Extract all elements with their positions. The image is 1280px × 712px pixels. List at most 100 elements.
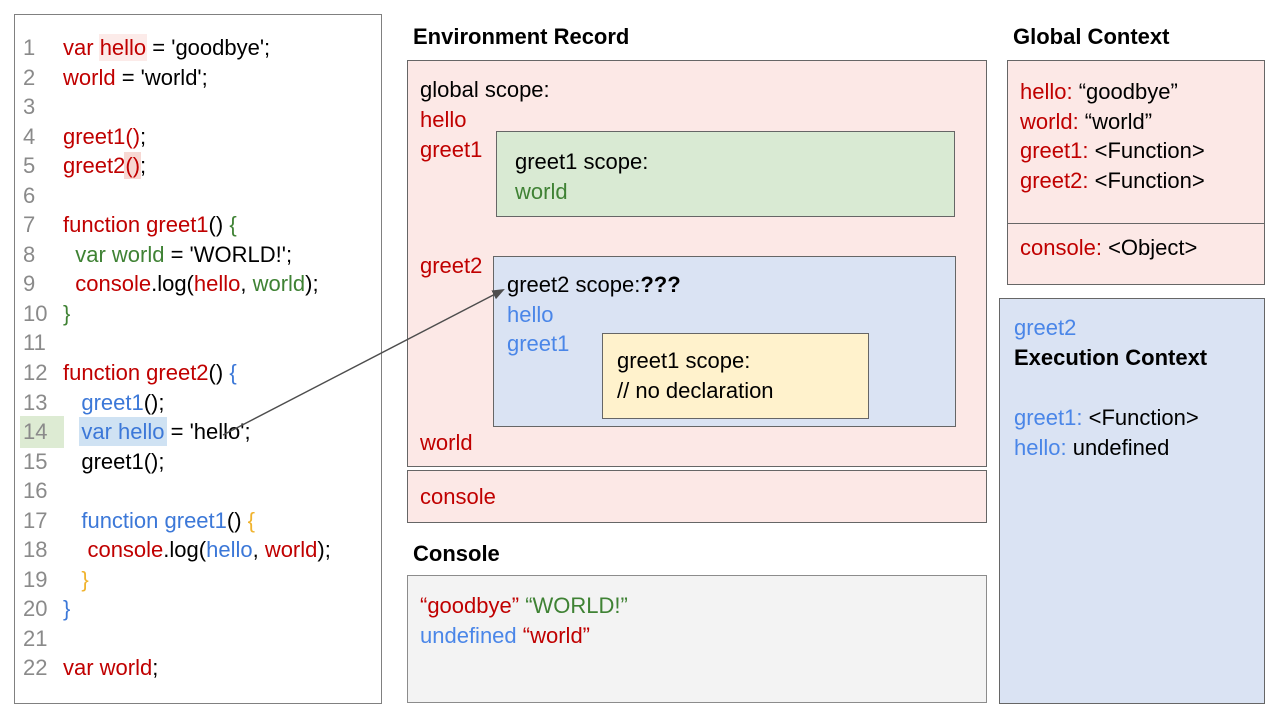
code-token: console — [75, 271, 152, 297]
code-line: 15 greet1(); — [15, 449, 381, 479]
line-number: 12 — [23, 360, 48, 386]
code-token: console — [87, 537, 164, 563]
code-token — [63, 271, 75, 296]
context-value: <Function> — [1088, 167, 1205, 193]
inner-greet1-scope-label: greet1 scope: — [617, 348, 751, 373]
environment-record-title: Environment Record — [413, 24, 630, 49]
code-token: () — [208, 360, 230, 386]
execution-context-box: greet2 Execution Context greet1: <Functi… — [999, 298, 1265, 704]
global-context-rows: hello: “goodbye”world: “world”greet1: <F… — [1008, 61, 1264, 224]
global-var-greet2: greet2 — [420, 253, 483, 278]
line-number: 4 — [23, 123, 36, 149]
line-number: 11 — [23, 330, 46, 356]
code-token: var world — [75, 241, 165, 267]
global-var-world: world — [420, 430, 473, 455]
global-scope-label: global scope: — [420, 77, 550, 102]
line-number: 20 — [23, 596, 48, 622]
context-row: greet1: <Function> — [1020, 136, 1264, 166]
code-token: greet1(); — [63, 448, 165, 474]
console-token: “goodbye” — [420, 593, 520, 618]
code-token: var hello — [81, 419, 165, 445]
console-value: <Object> — [1101, 235, 1198, 260]
code-token: () — [226, 507, 248, 533]
context-value: “goodbye” — [1072, 79, 1178, 104]
code-token: { — [229, 360, 237, 386]
line-number: 19 — [23, 566, 48, 592]
line-number: 8 — [23, 241, 36, 267]
code-token — [63, 508, 81, 533]
line-number: 10 — [23, 300, 48, 326]
global-context-console-row: console: <Object> — [1008, 224, 1264, 261]
greet1-scope-label: greet1 scope: — [515, 149, 649, 174]
code-token: world — [63, 64, 116, 90]
console-output-box: “goodbye” “WORLD!”undefined “world” — [407, 575, 987, 703]
code-token — [63, 242, 75, 267]
code-line: 11 — [15, 330, 381, 360]
execution-context-title: Execution Context — [1014, 345, 1208, 370]
code-token: = 'hello'; — [164, 419, 251, 445]
environment-record-box: global scope: hello greet1 greet2 world … — [407, 60, 987, 467]
greet2-scope-question: ??? — [640, 272, 681, 297]
code-token: var world — [63, 655, 153, 681]
greet1-scope-box: greet1 scope: world — [496, 131, 955, 217]
greet2-scope-box: greet2 scope:??? hello greet1 greet1 sco… — [493, 256, 956, 427]
code-token: () — [125, 153, 141, 179]
context-key: world: — [1020, 108, 1079, 134]
code-line: 4 greet1(); — [15, 124, 381, 154]
code-token — [63, 567, 81, 592]
code-line: 12 function greet2() { — [15, 360, 381, 390]
code-token: { — [229, 212, 237, 238]
greet2-scope-var-hello: hello — [507, 301, 554, 327]
line-number: 3 — [23, 94, 36, 120]
context-value: <Function> — [1088, 138, 1205, 164]
inner-greet1-scope-comment: // no declaration — [617, 378, 774, 403]
inner-greet1-scope-box: greet1 scope: // no declaration — [602, 333, 869, 419]
code-token: var — [63, 35, 100, 60]
code-token: greet1() — [63, 123, 141, 149]
code-token: .log( — [163, 537, 207, 563]
code-token: } — [63, 596, 71, 622]
context-row: hello: “goodbye” — [1020, 77, 1264, 107]
code-token: world — [264, 537, 318, 563]
code-token: hello — [193, 271, 241, 297]
code-token: { — [247, 507, 256, 533]
console-output-line: “goodbye” “WORLD!” — [420, 591, 986, 621]
context-row: greet1: <Function> — [1014, 403, 1264, 433]
execution-context-fn-name: greet2 — [1014, 315, 1077, 340]
line-number: 22 — [23, 655, 48, 681]
code-token: function greet2 — [63, 360, 209, 386]
line-number: 5 — [23, 153, 36, 179]
code-token: hello — [99, 35, 147, 60]
code-token: ; — [140, 123, 147, 149]
code-line: 14 var hello = 'hello'; — [15, 419, 381, 449]
console-output-lines: “goodbye” “WORLD!”undefined “world” — [420, 591, 986, 651]
console-record-label: console — [420, 484, 496, 509]
console-key: console: — [1020, 235, 1102, 260]
code-token: ; — [152, 655, 159, 681]
code-line: 19 } — [15, 567, 381, 597]
line-number: 13 — [23, 389, 48, 415]
code-token: (); — [143, 389, 165, 415]
code-line: 9 console.log(hello, world); — [15, 271, 381, 301]
code-line: 20} — [15, 596, 381, 626]
line-number: 18 — [23, 537, 48, 563]
console-title: Console — [413, 541, 500, 566]
code-token: , — [240, 271, 253, 297]
code-line: 16 — [15, 478, 381, 508]
line-number: 21 — [23, 625, 48, 651]
context-key: greet1: — [1014, 405, 1083, 430]
greet1-scope-var-world: world — [515, 179, 568, 204]
context-row: world: “world” — [1020, 107, 1264, 137]
console-record-box: console — [407, 470, 987, 523]
code-token: ); — [317, 537, 331, 563]
line-number: 7 — [23, 212, 36, 238]
code-token — [63, 390, 81, 415]
context-value: “world” — [1078, 108, 1153, 134]
line-number: 15 — [23, 448, 48, 474]
